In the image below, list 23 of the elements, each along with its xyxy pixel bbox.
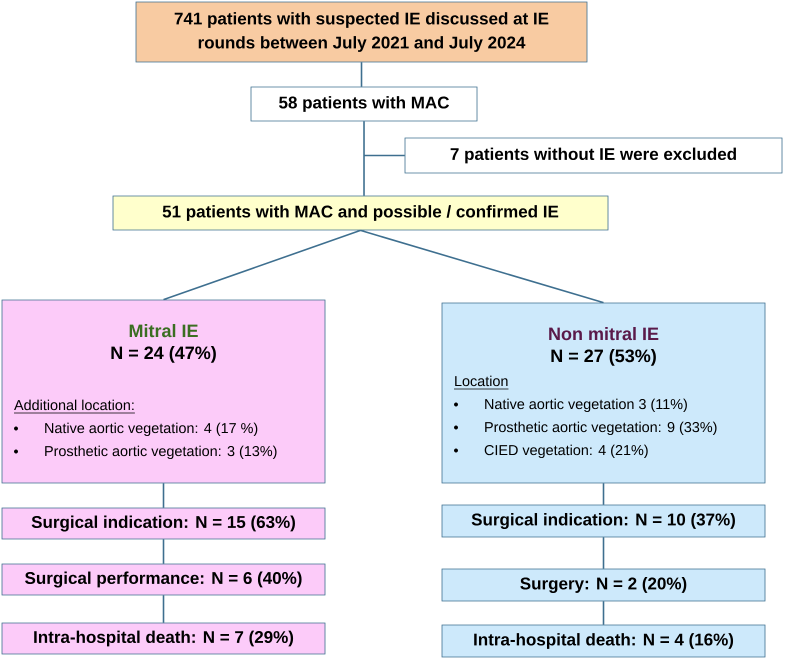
connector-line bbox=[363, 121, 365, 196]
connector-line bbox=[162, 483, 164, 508]
flow-box: Surgical performance: N = 6 (40%) bbox=[2, 564, 326, 596]
connector-line bbox=[602, 537, 604, 569]
connector-line bbox=[162, 595, 164, 623]
connector-line bbox=[364, 154, 405, 156]
flow-box: Surgical indication: N = 15 (63%) bbox=[2, 508, 326, 540]
connector-line bbox=[163, 230, 361, 300]
flow-box: Mitral IE N = 24 (47%) Additional location: Native aortic vegetation: 4 (17 %) Prosthetic aortic vegetation: 3 (13%) bbox=[2, 300, 326, 484]
flow-box: Surgical indication: N = 10 (37%) bbox=[442, 504, 766, 538]
connector-line bbox=[602, 601, 604, 625]
flow-box: 7 patients without IE were excluded bbox=[404, 138, 782, 174]
flow-box: 58 patients with MAC bbox=[250, 86, 478, 122]
connector-line bbox=[360, 62, 362, 87]
connector-line bbox=[360, 230, 604, 304]
flow-box: 51 patients with MAC and possible / confirmed IE bbox=[112, 196, 608, 230]
flow-box: Non mitral IE N = 27 (53%) Location Native aortic vegetation 3 (11%) Prosthetic aortic vegetation: 9 (33%) CIED vegetation: 4 (21%) bbox=[442, 302, 766, 484]
flow-box: 741 patients with suspected IE discussed at IE rounds between July 2021 and July 2024 bbox=[136, 2, 588, 62]
connector-line bbox=[162, 539, 164, 564]
flow-box: Intra-hospital death: N = 7 (29%) bbox=[2, 622, 326, 654]
flow-box: Surgery: N = 2 (20%) bbox=[442, 568, 766, 602]
flow-box: Intra-hospital death: N = 4 (16%) bbox=[442, 624, 766, 658]
connector-line bbox=[602, 483, 604, 505]
